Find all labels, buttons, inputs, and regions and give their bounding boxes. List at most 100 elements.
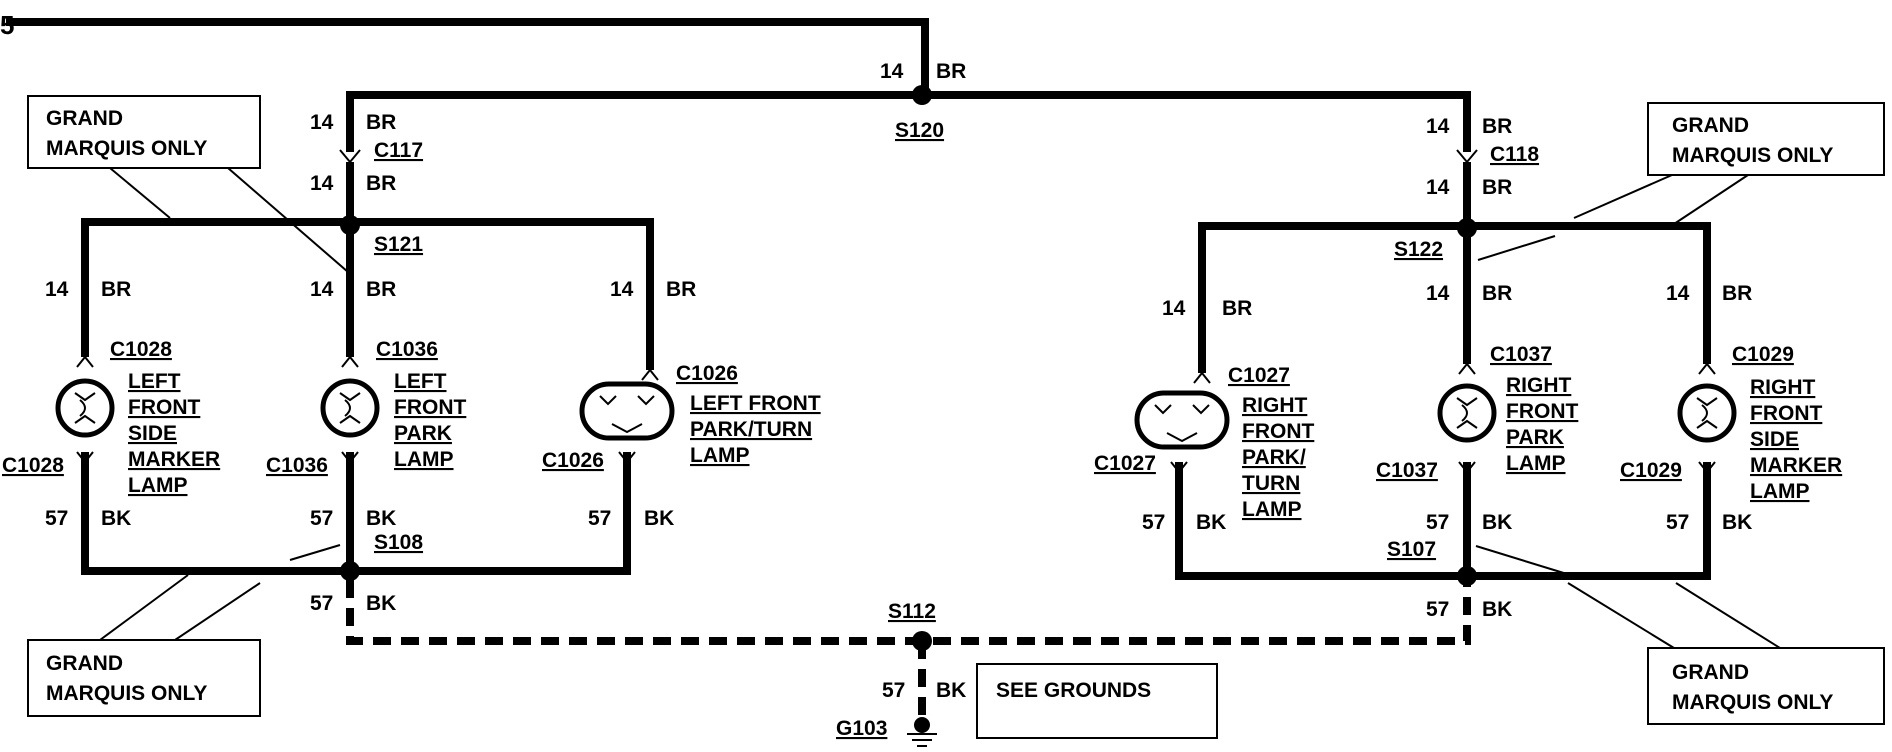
- br-wire-labels: 14 BR 14 BR 14 BR 14 BR 14 BR 14 BR 14 B…: [45, 60, 1752, 320]
- c1028-bottom-symbol: [76, 451, 94, 464]
- svg-text:14: 14: [1426, 115, 1450, 138]
- main-br-bus: [346, 91, 1471, 152]
- callout-top-left: GRAND MARQUIS ONLY: [27, 95, 349, 273]
- svg-text:BK: BK: [366, 592, 396, 615]
- svg-text:14: 14: [880, 60, 904, 83]
- svg-text:C1027: C1027: [1094, 452, 1156, 475]
- lamp-label-left-park: LEFT FRONT PARK LAMP: [394, 370, 466, 471]
- br-feed-wires: [6, 18, 1711, 373]
- svg-text:C1029: C1029: [1732, 343, 1794, 366]
- svg-text:C1026: C1026: [676, 362, 738, 385]
- svg-text:57: 57: [1426, 598, 1449, 621]
- right-side-marker-bulb-icon: [1677, 383, 1737, 443]
- svg-text:FRONT: FRONT: [1242, 420, 1314, 443]
- top-feed-wire: [6, 18, 929, 95]
- svg-text:GRAND: GRAND: [46, 652, 123, 675]
- right-park-bulb-icon: [1437, 383, 1497, 443]
- svg-text:14: 14: [1426, 282, 1450, 305]
- svg-text:RIGHT: RIGHT: [1506, 374, 1572, 397]
- ground-icon: [907, 717, 937, 747]
- svg-text:LEFT FRONT: LEFT FRONT: [690, 392, 821, 415]
- splice-s112-dot: [912, 631, 932, 651]
- svg-text:RIGHT: RIGHT: [1242, 394, 1308, 417]
- svg-text:LAMP: LAMP: [690, 444, 750, 467]
- svg-text:BR: BR: [1482, 282, 1512, 305]
- svg-text:LEFT: LEFT: [394, 370, 447, 393]
- svg-text:BK: BK: [1482, 511, 1512, 534]
- svg-text:MARQUIS ONLY: MARQUIS ONLY: [46, 137, 207, 160]
- svg-text:GRAND: GRAND: [46, 107, 123, 130]
- svg-text:BK: BK: [936, 679, 966, 702]
- c1029-top-symbol: [1698, 362, 1716, 375]
- svg-text:57: 57: [1142, 511, 1165, 534]
- c118-symbol: [1456, 149, 1478, 164]
- svg-text:C1029: C1029: [1620, 459, 1682, 482]
- svg-text:BR: BR: [1482, 176, 1512, 199]
- c1037-bottom-symbol: [1458, 461, 1476, 474]
- left-park-turn-bulb-icon: [579, 381, 675, 441]
- bk-wire-labels: 57 BK 57 BK 57 BK 57 BK 57 BK 57 BK 57 B…: [45, 507, 1752, 702]
- left-side-marker-bulb-icon: [55, 378, 115, 438]
- svg-text:57: 57: [882, 679, 905, 702]
- svg-text:S121: S121: [374, 233, 423, 256]
- svg-text:S108: S108: [374, 531, 423, 554]
- svg-text:BK: BK: [1196, 511, 1226, 534]
- svg-text:C117: C117: [374, 139, 423, 162]
- svg-text:RIGHT: RIGHT: [1750, 376, 1816, 399]
- svg-text:BK: BK: [1722, 511, 1752, 534]
- svg-text:TURN: TURN: [1242, 472, 1300, 495]
- left-br-bus: [81, 218, 654, 370]
- svg-text:BR: BR: [366, 111, 396, 134]
- callout-bottom-right: GRAND MARQUIS ONLY: [1475, 545, 1885, 725]
- svg-text:LAMP: LAMP: [1750, 480, 1810, 503]
- splice-s108-dot: [340, 561, 360, 581]
- svg-text:BR: BR: [366, 172, 396, 195]
- svg-text:BK: BK: [1482, 598, 1512, 621]
- svg-text:14: 14: [610, 278, 634, 301]
- svg-text:C1027: C1027: [1228, 364, 1290, 387]
- right-br-bus: [1198, 222, 1711, 373]
- lamp-label-right-side-marker: RIGHT FRONT SIDE MARKER LAMP: [1750, 376, 1842, 503]
- left-park-bulb-icon: [320, 378, 380, 438]
- svg-text:57: 57: [310, 592, 333, 615]
- svg-text:57: 57: [310, 507, 333, 530]
- callout-bottom-left: GRAND MARQUIS ONLY: [27, 544, 341, 717]
- ground-return-bus: [346, 576, 1471, 645]
- svg-text:LEFT: LEFT: [128, 370, 181, 393]
- lamp-label-right-park: RIGHT FRONT PARK LAMP: [1506, 374, 1578, 475]
- c1026-bottom-symbol: [618, 451, 636, 464]
- svg-text:LAMP: LAMP: [1242, 498, 1302, 521]
- c1026-top-symbol: [641, 368, 659, 381]
- c1036-top-symbol: [341, 355, 359, 368]
- svg-text:BR: BR: [1482, 115, 1512, 138]
- top-edge-mark: 5: [0, 10, 14, 40]
- svg-text:C118: C118: [1490, 143, 1539, 166]
- svg-text:BK: BK: [366, 507, 396, 530]
- svg-text:C1028: C1028: [110, 338, 172, 361]
- c1036-bottom-symbol: [341, 451, 359, 464]
- svg-text:C1028: C1028: [2, 454, 64, 477]
- c1028-top-symbol: [76, 355, 94, 368]
- svg-text:BR: BR: [1722, 282, 1752, 305]
- svg-text:PARK: PARK: [394, 422, 452, 445]
- svg-text:BK: BK: [644, 507, 674, 530]
- c1037-top-symbol: [1458, 362, 1476, 375]
- svg-text:14: 14: [310, 278, 334, 301]
- svg-text:S107: S107: [1387, 538, 1436, 561]
- inline-connectors: [76, 149, 1716, 474]
- svg-text:14: 14: [1666, 282, 1690, 305]
- svg-text:FRONT: FRONT: [128, 396, 200, 419]
- svg-text:MARQUIS ONLY: MARQUIS ONLY: [1672, 691, 1833, 714]
- callout-top-right: GRAND MARQUIS ONLY: [1477, 102, 1885, 261]
- svg-text:BK: BK: [101, 507, 131, 530]
- svg-text:MARKER: MARKER: [128, 448, 220, 471]
- svg-text:14: 14: [1426, 176, 1450, 199]
- right-bk-bus: [1175, 462, 1711, 580]
- lamp-label-left-side-marker: LEFT FRONT SIDE MARKER LAMP: [128, 370, 220, 497]
- svg-text:57: 57: [1426, 511, 1449, 534]
- svg-text:PARK/: PARK/: [1242, 446, 1306, 469]
- svg-text:FRONT: FRONT: [394, 396, 466, 419]
- svg-text:LAMP: LAMP: [128, 474, 188, 497]
- connector-labels: C117 C118 C1028 C1028 C1036 C1036 C1026 …: [2, 139, 1794, 482]
- splice-s121-dot: [340, 215, 360, 235]
